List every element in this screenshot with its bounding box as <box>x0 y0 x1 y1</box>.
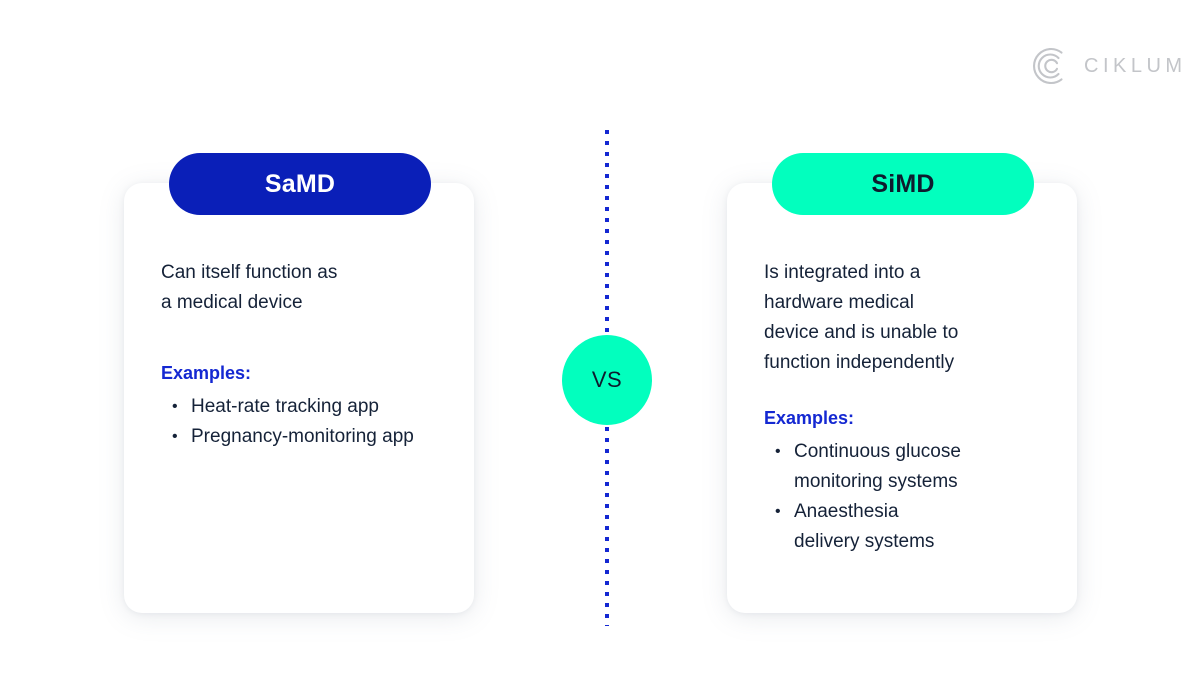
list-item: Anaesthesia delivery systems <box>764 497 1057 557</box>
list-item: Pregnancy-monitoring app <box>161 422 454 452</box>
card-simd-examples-list: Continuous glucose monitoring systems An… <box>764 437 1057 557</box>
card-samd-description: Can itself function as a medical device <box>161 262 338 313</box>
card-samd-examples-label: Examples: <box>161 363 252 383</box>
card-simd-title-pill: SiMD <box>772 153 1034 215</box>
vs-badge: VS <box>562 335 652 425</box>
brand-logo: CIKLUM <box>1028 45 1187 87</box>
card-simd-description: Is integrated into a hardware medical de… <box>764 262 959 373</box>
card-simd-examples-label: Examples: <box>764 408 855 428</box>
card-samd-title-pill: SaMD <box>169 153 431 215</box>
card-simd-body: Is integrated into a hardware medical de… <box>764 258 1057 557</box>
list-item: Heat-rate tracking app <box>161 392 454 422</box>
card-simd: Is integrated into a hardware medical de… <box>727 183 1077 613</box>
brand-name: CIKLUM <box>1084 55 1187 77</box>
ciklum-arc-c-logo-icon <box>1028 45 1070 87</box>
card-samd-examples-list: Heat-rate tracking app Pregnancy-monitor… <box>161 392 454 452</box>
card-samd: Can itself function as a medical device … <box>124 183 474 613</box>
card-samd-body: Can itself function as a medical device … <box>161 258 454 452</box>
list-item: Continuous glucose monitoring systems <box>764 437 1057 497</box>
